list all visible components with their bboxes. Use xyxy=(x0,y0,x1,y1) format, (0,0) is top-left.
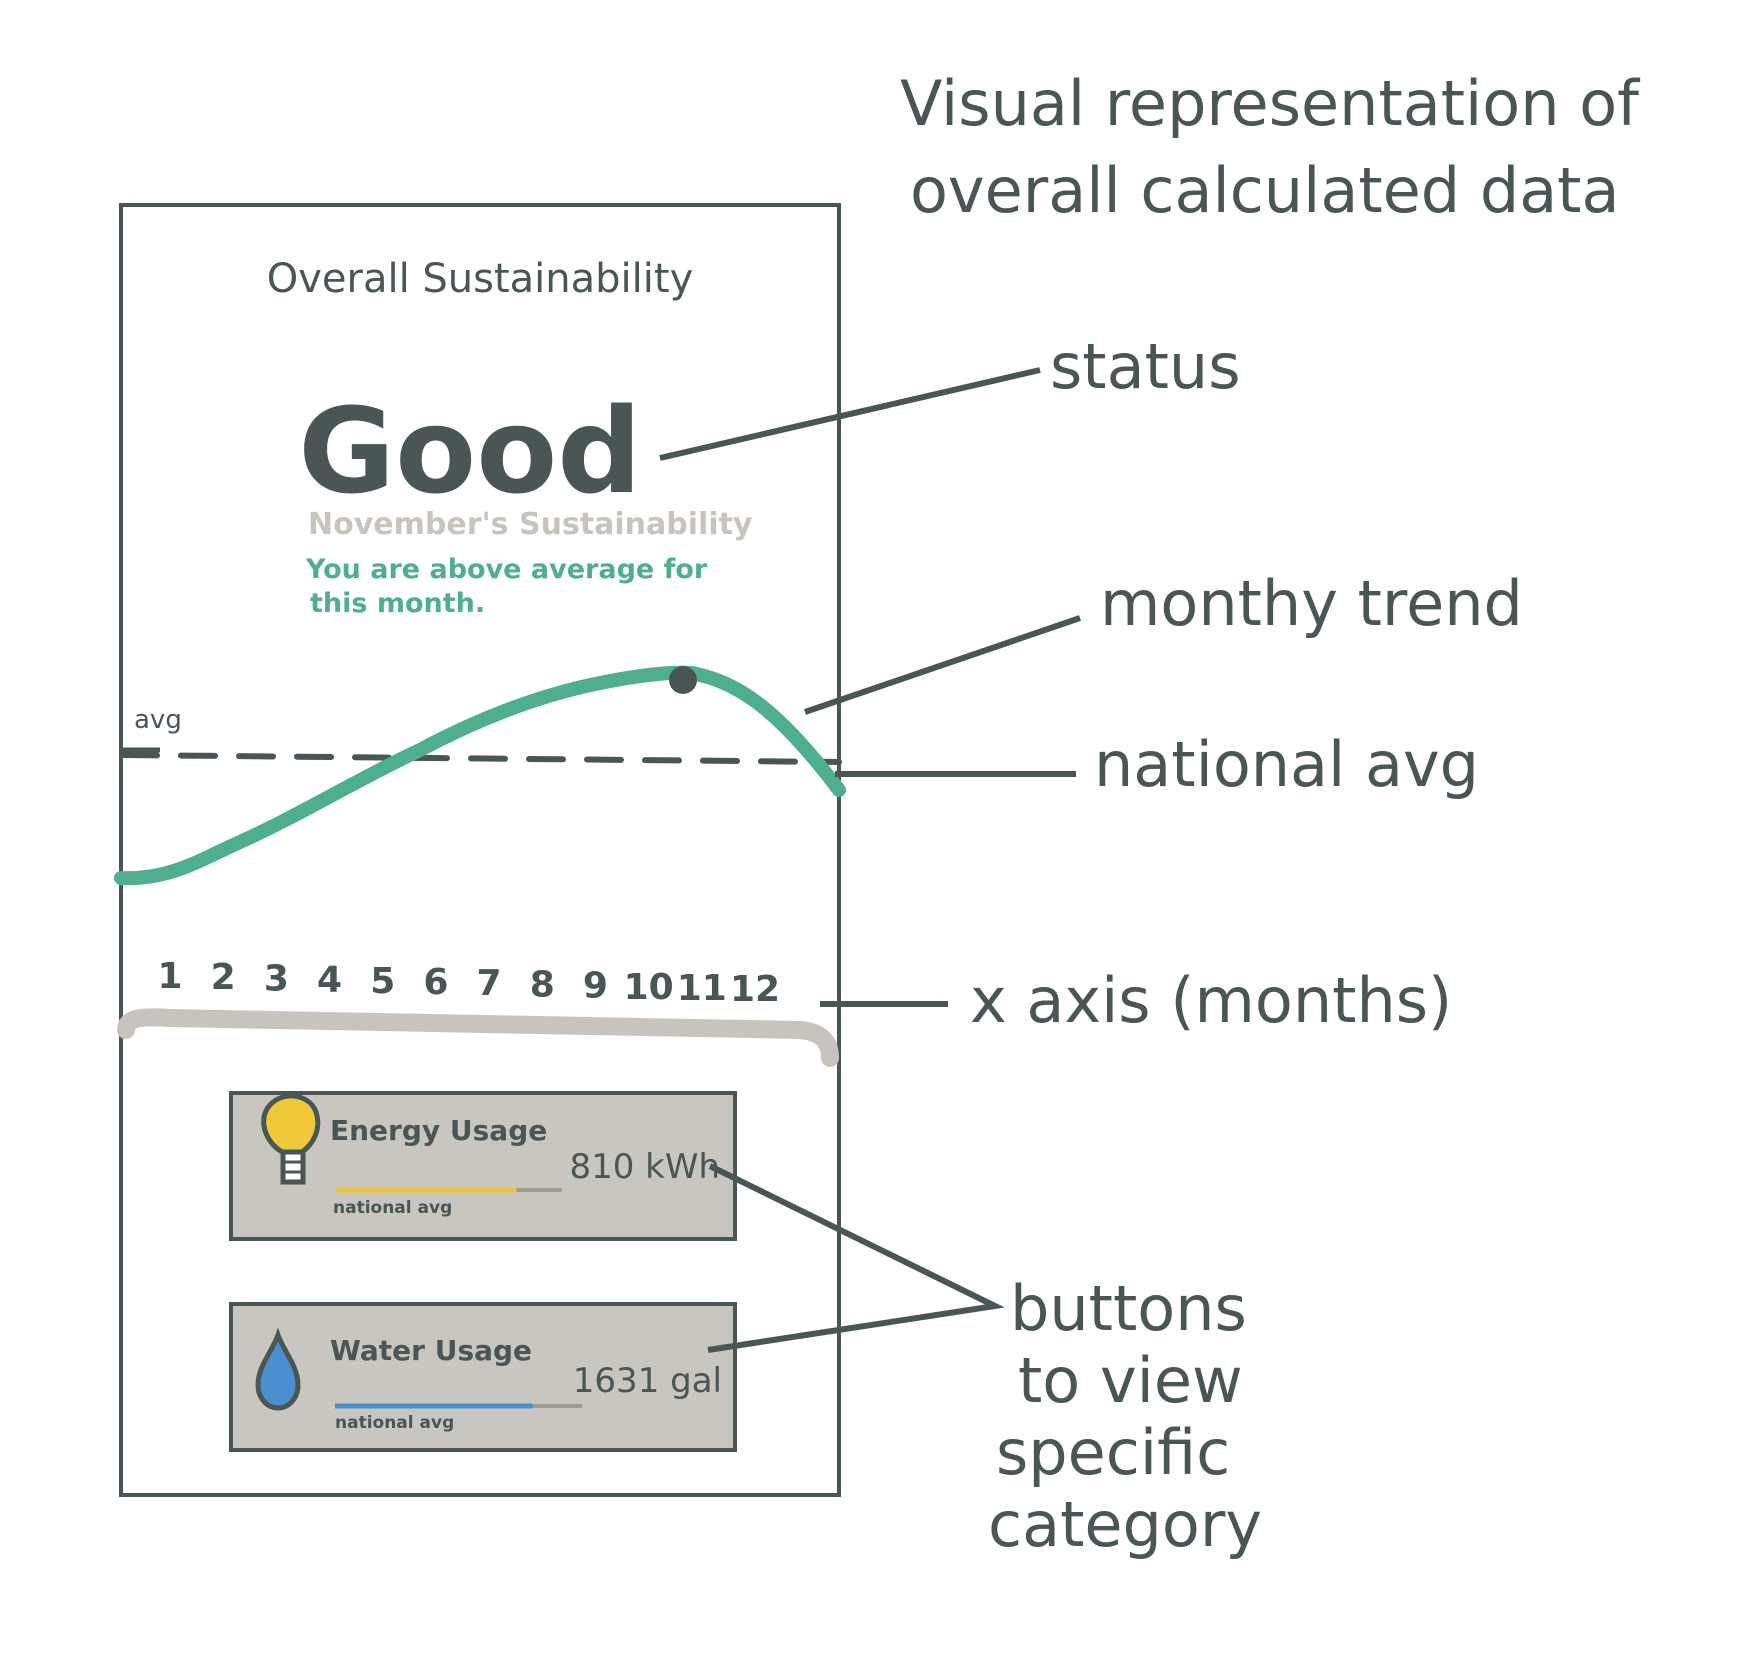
x-tick-label: 6 xyxy=(423,962,448,1003)
x-tick-label: 1 xyxy=(157,956,182,997)
annotation-national-avg: national avg xyxy=(1094,728,1479,801)
section-divider xyxy=(117,1008,839,1067)
phone-frame xyxy=(119,203,841,1497)
lightbulb-icon xyxy=(261,1093,321,1185)
page-title: Overall Sustainability xyxy=(267,256,694,302)
annotation-buttons-line4: category xyxy=(988,1488,1262,1561)
annotation-buttons-line3: specific xyxy=(996,1416,1230,1489)
x-tick-label: 5 xyxy=(370,961,395,1002)
x-tick-label: 2 xyxy=(211,957,236,998)
reference-line-label: avg xyxy=(134,705,182,735)
trend-connector xyxy=(804,615,1081,715)
national-average-line xyxy=(120,752,842,765)
buttons-connector xyxy=(707,1163,1005,1353)
x-tick-label: 7 xyxy=(477,963,502,1004)
status-label: Good xyxy=(298,382,641,520)
x-tick-label: 8 xyxy=(530,964,555,1005)
water-card-value: 1631 gal xyxy=(573,1361,722,1401)
annotation-x-axis: x axis (months) xyxy=(970,964,1452,1037)
x-tick-label: 10 xyxy=(624,967,674,1008)
annotation-heading-line1: Visual representation of xyxy=(900,67,1641,140)
x-tick-label: 9 xyxy=(583,966,608,1007)
trend-line xyxy=(114,665,846,886)
x-tick-label: 4 xyxy=(317,960,342,1001)
energy-card-title: Energy Usage xyxy=(330,1114,547,1147)
water-card-title: Water Usage xyxy=(330,1334,532,1367)
period-label: November's Sustainability xyxy=(308,507,753,542)
status-message-line2: this month. xyxy=(310,588,485,619)
status-connector xyxy=(659,367,1041,461)
current-month-marker xyxy=(669,666,697,694)
water-drop-icon xyxy=(255,1327,301,1411)
annotation-heading-line2: overall calculated data xyxy=(910,154,1620,227)
energy-card-value: 810 kWh xyxy=(569,1147,720,1187)
x-tick-label: 3 xyxy=(264,958,289,999)
annotation-buttons-line2: to view xyxy=(1018,1344,1243,1417)
energy-usage-button[interactable]: Energy Usage national avg 810 kWh xyxy=(229,1091,737,1241)
energy-card-avg-label: national avg xyxy=(333,1198,452,1218)
x-tick-label: 11 xyxy=(677,968,727,1009)
status-message-line1: You are above average for xyxy=(305,554,708,585)
x-tick-label: 12 xyxy=(730,969,780,1010)
annotation-buttons-line1: buttons xyxy=(1010,1272,1247,1345)
annotation-status: status xyxy=(1050,330,1241,403)
water-card-background xyxy=(229,1302,737,1452)
water-card-avg-label: national avg xyxy=(335,1413,454,1433)
annotation-monthly-trend: monthy trend xyxy=(1100,567,1523,640)
water-usage-button[interactable]: Water Usage national avg 1631 gal xyxy=(229,1302,737,1452)
